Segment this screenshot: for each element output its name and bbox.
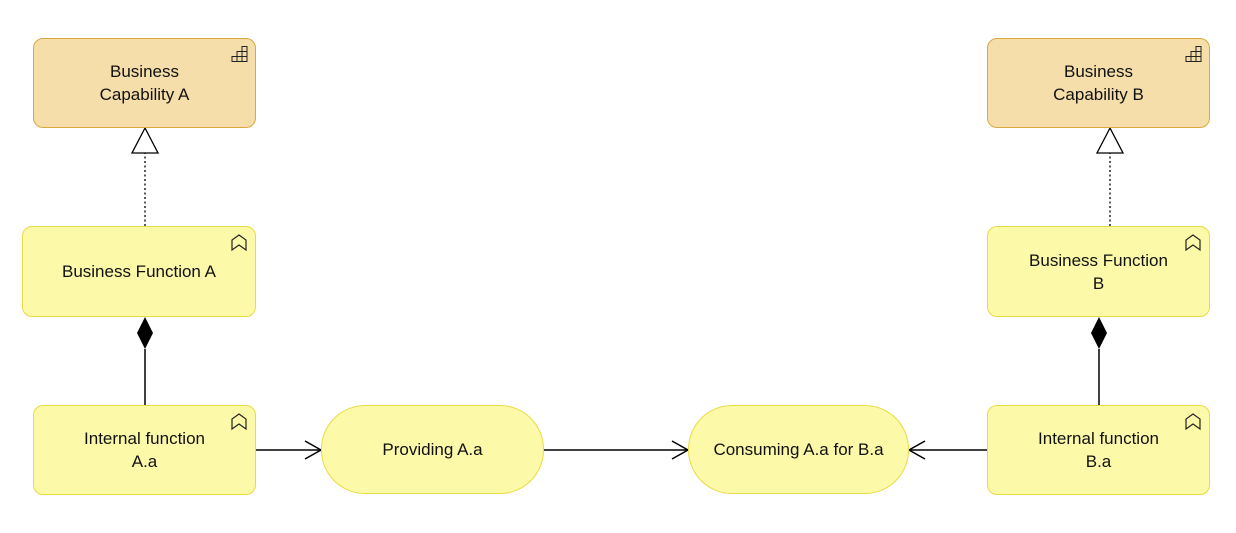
realization-connector-b bbox=[1095, 126, 1125, 226]
business-capability-b-label: Business Capability B bbox=[1053, 62, 1144, 104]
consuming-label: Consuming A.a for B.a bbox=[713, 440, 884, 459]
providing-label: Providing A.a bbox=[382, 440, 483, 459]
capability-icon bbox=[1185, 46, 1202, 62]
internal-function-a-node[interactable]: Internal function A.a bbox=[33, 405, 256, 495]
flow-arrow-providing-to-consuming bbox=[544, 440, 690, 460]
composition-connector-a bbox=[137, 317, 153, 405]
business-capability-a-node[interactable]: Business Capability A bbox=[33, 38, 256, 128]
realization-connector-a bbox=[130, 126, 160, 226]
business-capability-b-node[interactable]: Business Capability B bbox=[987, 38, 1210, 128]
function-icon bbox=[1185, 234, 1201, 252]
business-capability-a-label: Business Capability A bbox=[99, 62, 190, 104]
flow-arrow-internal-b-to-consuming bbox=[907, 440, 987, 460]
internal-function-b-label: Internal function B.a bbox=[1038, 429, 1159, 471]
business-function-b-node[interactable]: Business Function B bbox=[987, 226, 1210, 317]
providing-interaction-node[interactable]: Providing A.a bbox=[321, 405, 544, 494]
internal-function-a-label: Internal function A.a bbox=[84, 429, 205, 471]
internal-function-b-node[interactable]: Internal function B.a bbox=[987, 405, 1210, 495]
business-function-b-label: Business Function B bbox=[1029, 250, 1168, 293]
business-function-a-node[interactable]: Business Function A bbox=[22, 226, 256, 317]
function-icon bbox=[1185, 413, 1201, 431]
function-icon bbox=[231, 413, 247, 431]
capability-icon bbox=[231, 46, 248, 62]
function-icon bbox=[231, 234, 247, 252]
flow-arrow-internal-a-to-providing bbox=[256, 440, 323, 460]
business-function-a-label: Business Function A bbox=[61, 262, 217, 281]
consuming-interaction-node[interactable]: Consuming A.a for B.a bbox=[688, 405, 909, 494]
composition-connector-b bbox=[1091, 317, 1107, 405]
